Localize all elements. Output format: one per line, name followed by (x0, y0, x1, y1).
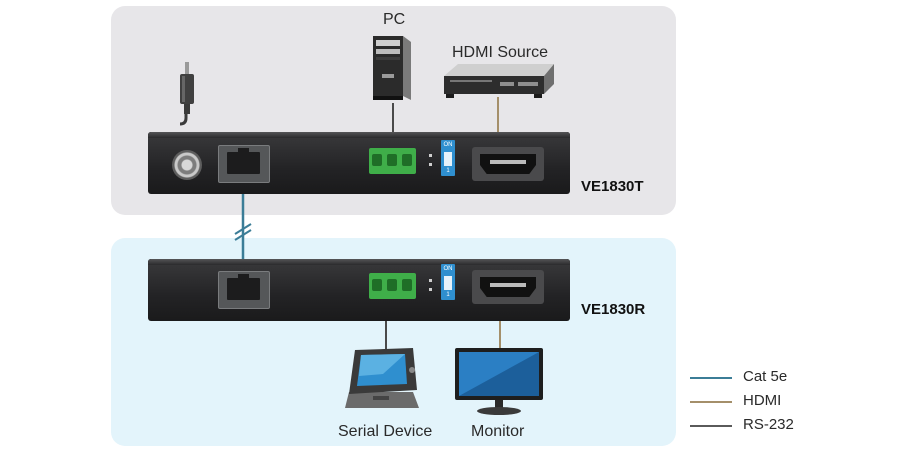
legend-swatch-cat5e (690, 377, 732, 379)
legend-label: Cat 5e (743, 368, 788, 385)
legend-label: HDMI (743, 392, 782, 409)
dip-on-label: ON (443, 142, 453, 148)
power-jack (172, 150, 202, 180)
device-top-edge (148, 259, 570, 265)
legend-label: RS-232 (743, 416, 794, 433)
hdmi-source-label: HDMI Source (452, 44, 549, 61)
rj45-port-rx (218, 271, 270, 309)
dip-dots (429, 279, 433, 293)
cat5e-break-1 (234, 223, 252, 235)
monitor-icon (455, 348, 543, 415)
monitor-label: Monitor (471, 423, 525, 440)
serial-device-touchpanel-icon (345, 348, 419, 408)
dip-number-label: 1 (446, 292, 450, 298)
dip-switch-rx: ON 1 (441, 264, 455, 300)
dip-number-label: 1 (446, 168, 450, 174)
serial-device-label: Serial Device (338, 423, 433, 440)
ve1830t-transmitter: ON 1 (148, 132, 570, 194)
legend-swatch-rs232 (690, 425, 732, 427)
legend-swatch-hdmi (690, 401, 732, 403)
dip-switch-tx: ON 1 (441, 140, 455, 176)
cat5e-break-2 (234, 229, 252, 241)
rj45-port-tx (218, 145, 270, 183)
pc-label: PC (383, 11, 406, 28)
pc-tower-icon (373, 36, 411, 100)
rs232-terminal-rx (369, 273, 416, 299)
rs232-terminal-tx (369, 148, 416, 174)
hdmi-source-player-icon (444, 64, 554, 98)
power-cable (179, 112, 188, 126)
ve1830r-receiver: ON 1 (148, 259, 570, 321)
dip-dots (429, 154, 433, 168)
tx-model-label: VE1830T (581, 178, 644, 195)
hdmi-port-tx (472, 147, 544, 181)
dip-on-label: ON (443, 266, 453, 272)
device-top-edge (148, 132, 570, 138)
rx-model-label: VE1830R (581, 301, 646, 318)
power-adapter-icon (180, 62, 194, 114)
hdmi-port-rx (472, 270, 544, 304)
